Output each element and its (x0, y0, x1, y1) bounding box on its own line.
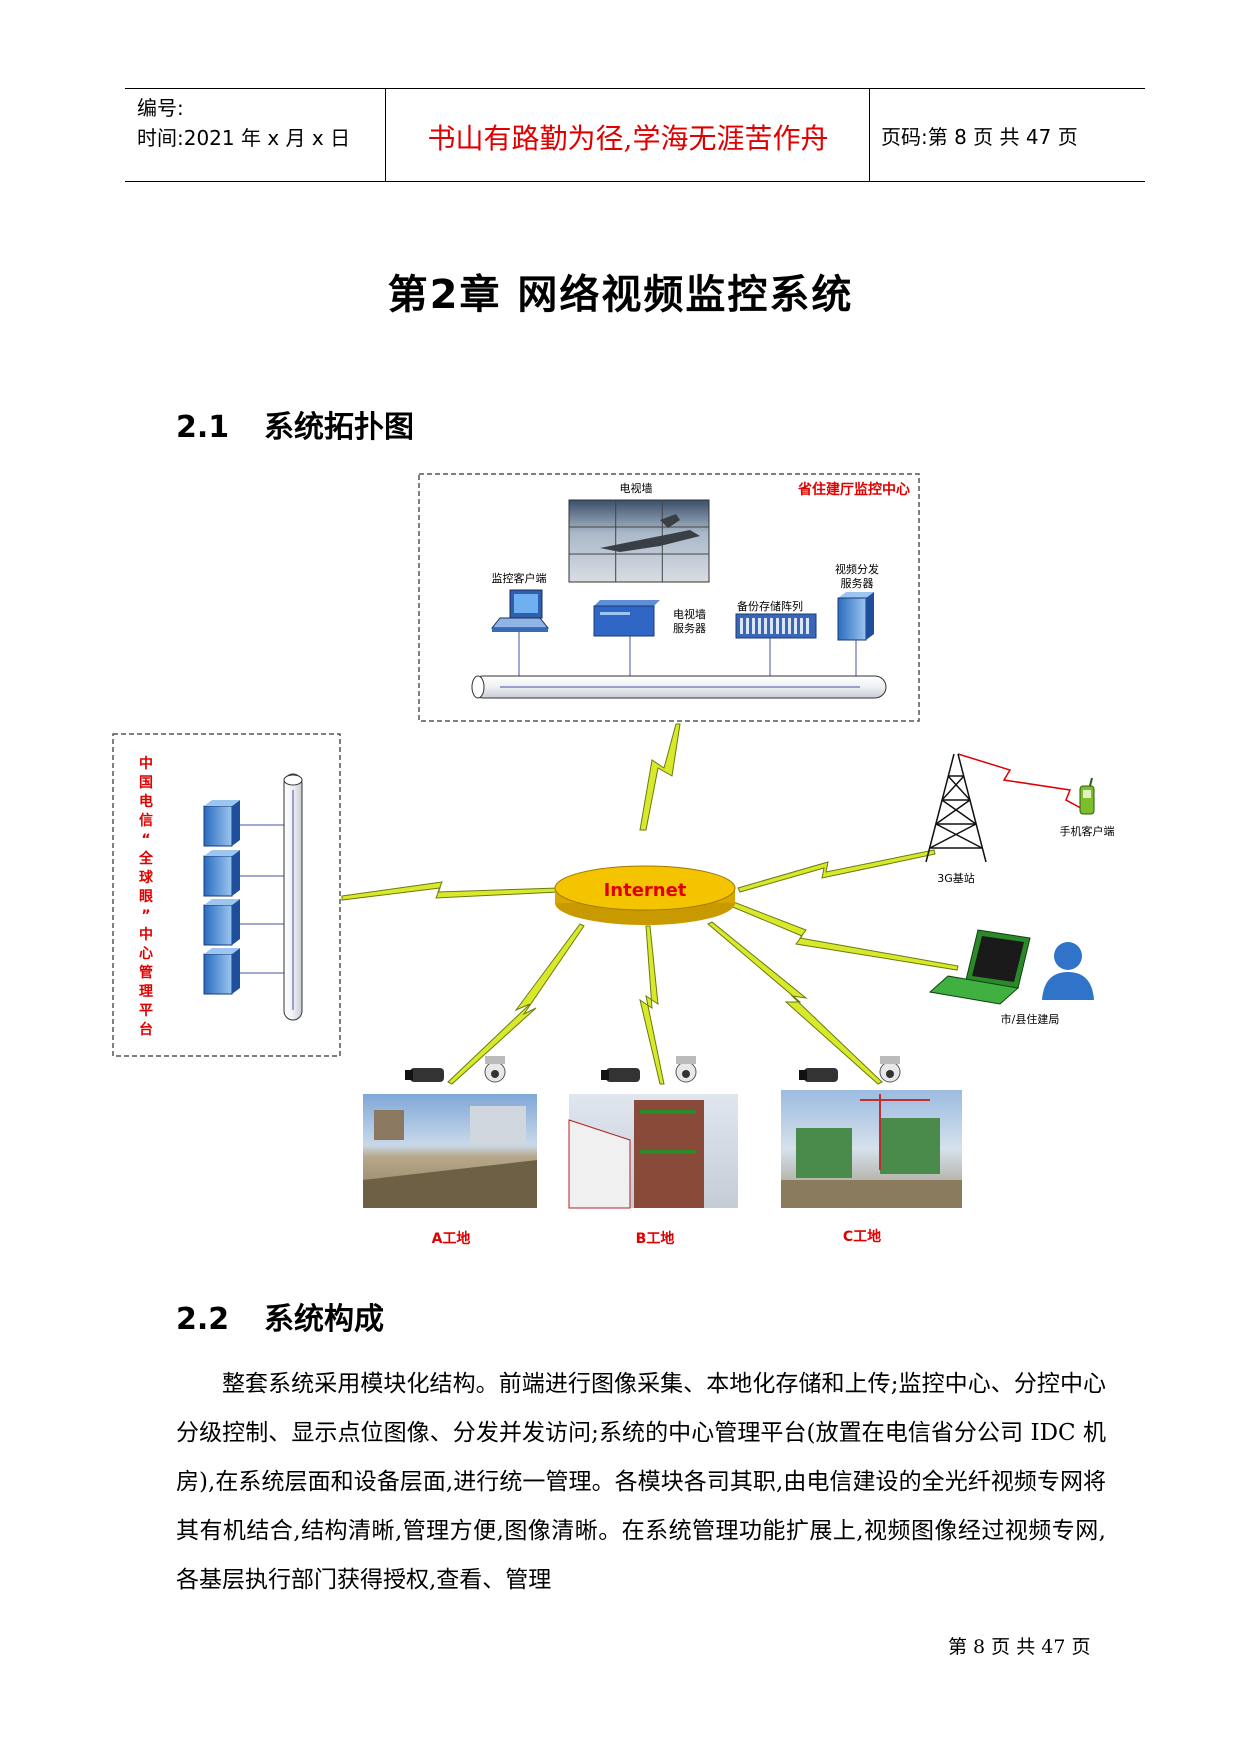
tv-wall-icon (568, 499, 710, 583)
base-station-label: 3G基站 (937, 871, 975, 885)
user-icon (1042, 942, 1094, 1000)
time-label: 时间:2021 年 x 月 x 日 (137, 126, 351, 150)
chapter-title: 第2章 网络视频监控系统 (387, 272, 854, 318)
header-divider (869, 89, 870, 181)
platform-label-char: ” (141, 908, 150, 924)
platform-label-char: 理 (139, 984, 153, 1000)
section-title: 系统构成 (264, 1302, 384, 1337)
page-header: 编号: 时间:2021 年 x 月 x 日 书山有路勤为径,学海无涯苦作舟 页码… (125, 88, 1145, 182)
base-station-icon (925, 753, 987, 863)
camera-icons (405, 1056, 901, 1083)
header-page-info: 页码:第 8 页 共 47 页 (881, 125, 1078, 149)
storage-array-icon (735, 613, 817, 639)
platform-label-char: 中 (139, 926, 153, 943)
platform-label-char: 电 (139, 793, 153, 810)
tv-wall-server-label-1: 电视墙 (673, 607, 706, 621)
platform-label-char: 心 (139, 946, 153, 962)
city-bureau-label: 市/县住建局 (1001, 1012, 1060, 1026)
section-number: 2.1 (176, 410, 230, 445)
monitoring-center-frame (418, 473, 920, 722)
platform-frame (112, 733, 341, 1057)
site-b-photo (568, 1094, 738, 1209)
computer-icon (490, 589, 550, 632)
section-number: 2.2 (176, 1302, 230, 1337)
tv-wall-server-label-2: 服务器 (673, 622, 706, 635)
monitoring-center-title: 省住建厅监控中心 (797, 481, 910, 498)
platform-servers (203, 773, 303, 1021)
lan-backbone (471, 632, 887, 699)
platform-label-char: 国 (139, 775, 153, 791)
platform-label-char: 球 (139, 869, 154, 886)
server-icon (837, 592, 874, 641)
header-meta: 编号: 时间:2021 年 x 月 x 日 (137, 93, 350, 153)
platform-label-char: 台 (139, 1021, 153, 1038)
wireless-links (341, 723, 959, 1085)
mobile-link (957, 753, 1089, 813)
site-b-label: B工地 (636, 1230, 675, 1247)
tv-wall-label: 电视墙 (620, 481, 653, 495)
platform-label-char: 管 (139, 964, 153, 981)
platform-label-char: 平 (139, 1003, 153, 1019)
site-c-label: C工地 (843, 1228, 881, 1245)
internet-label: Internet (604, 880, 687, 901)
platform-label-char: 中 (139, 755, 153, 772)
video-dist-label-2: 服务器 (841, 577, 874, 590)
video-dist-label-1: 视频分发 (835, 562, 879, 576)
platform-label-char: “ (141, 832, 150, 848)
site-c-photo (781, 1090, 962, 1208)
platform-label-char: 全 (138, 850, 154, 867)
monitor-client-label: 监控客户端 (492, 571, 547, 585)
section-heading: 2.2 系统构成 (176, 1294, 384, 1338)
platform-label-char: 眼 (139, 889, 153, 905)
mobile-phone-icon (1079, 777, 1095, 815)
internet-node (554, 865, 736, 925)
page-footer: 第 8 页 共 47 页 (948, 1636, 1091, 1658)
section-title: 系统拓扑图 (264, 410, 414, 445)
section-heading: 2.1 系统拓扑图 (176, 402, 414, 446)
tv-wall-server-icon (593, 600, 660, 637)
laptop-icon (928, 929, 1031, 1005)
site-a-photo (363, 1094, 537, 1208)
site-a-label: A工地 (432, 1230, 471, 1247)
body-paragraph: 整套系统采用模块化结构。前端进行图像采集、本地化存储和上传;监控中心、分控中心分… (176, 1371, 1106, 1593)
header-divider (385, 89, 386, 181)
mobile-client-label: 手机客户端 (1060, 824, 1115, 838)
header-motto: 书山有路勤为径,学海无涯苦作舟 (427, 122, 829, 155)
platform-label-char: 信 (139, 812, 153, 829)
backup-storage-label: 备份存储阵列 (737, 599, 803, 613)
number-label: 编号: (137, 96, 184, 120)
